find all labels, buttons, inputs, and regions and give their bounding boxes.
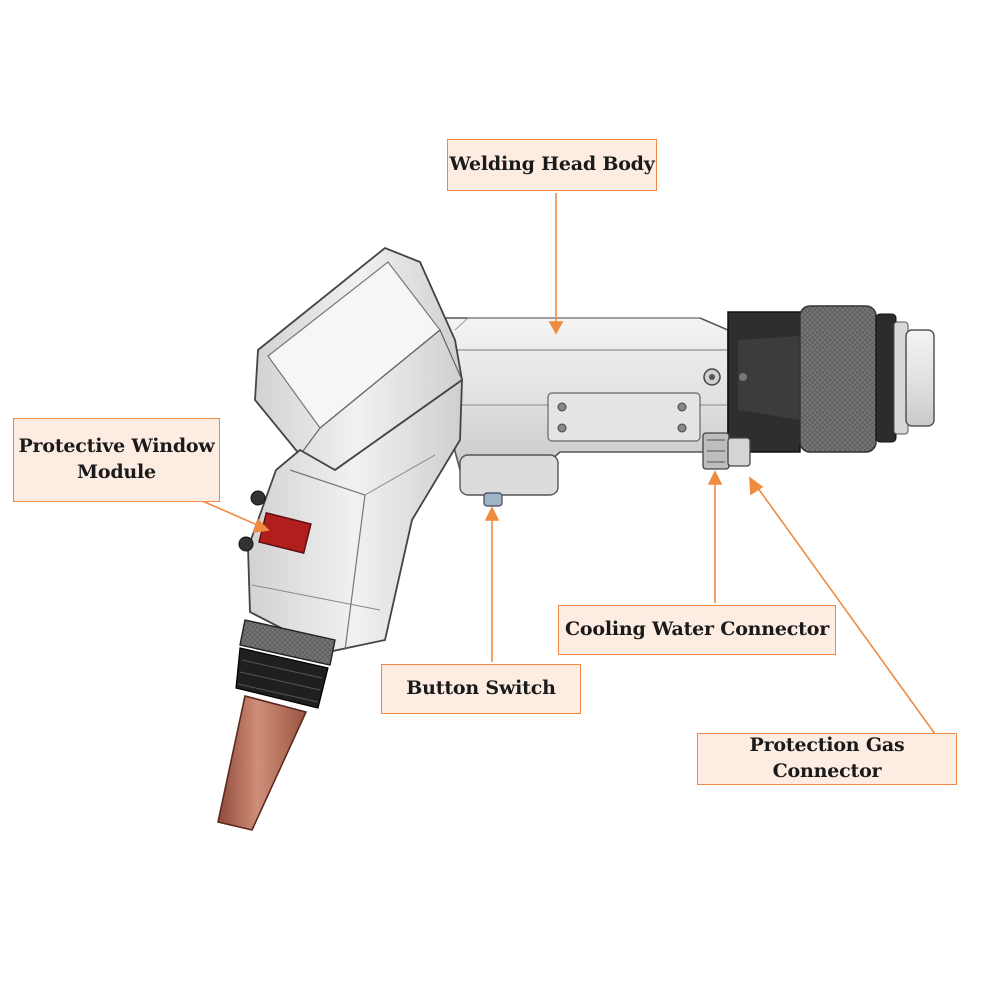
label-welding-head-body-text: Welding Head Body	[449, 153, 655, 176]
label-protective-window-line1: Protective Window	[18, 435, 215, 458]
button-switch-part	[459, 454, 559, 507]
label-protection-gas-connector-text: Protection Gas Connector	[749, 734, 905, 782]
leader-protective-window	[199, 499, 263, 528]
welding-head-body-part	[444, 317, 729, 471]
arrow-protection-gas	[749, 476, 764, 496]
copper-nozzle	[217, 695, 308, 831]
arrow-button-switch	[484, 506, 500, 521]
rear-connector-assembly	[727, 305, 935, 453]
leader-protection-gas	[754, 483, 936, 735]
label-cooling-water-connector: Cooling Water Connector	[558, 605, 836, 655]
label-protective-window-module: Protective Window Module	[13, 418, 220, 502]
label-button-switch-text: Button Switch	[406, 677, 556, 700]
leader-lines	[199, 193, 936, 735]
label-protection-gas-connector: Protection Gas Connector	[697, 733, 957, 785]
label-cooling-water-connector-text: Cooling Water Connector	[564, 618, 830, 641]
arrow-cooling-water	[707, 470, 723, 485]
label-welding-head-body: Welding Head Body	[447, 139, 657, 191]
label-button-switch: Button Switch	[381, 664, 581, 714]
connector-fittings	[702, 432, 751, 470]
arrow-protective-window	[252, 518, 270, 533]
threaded-rings	[235, 619, 336, 709]
label-protective-window-line2: Module	[77, 461, 156, 483]
arrow-welding-head-body	[548, 321, 564, 335]
